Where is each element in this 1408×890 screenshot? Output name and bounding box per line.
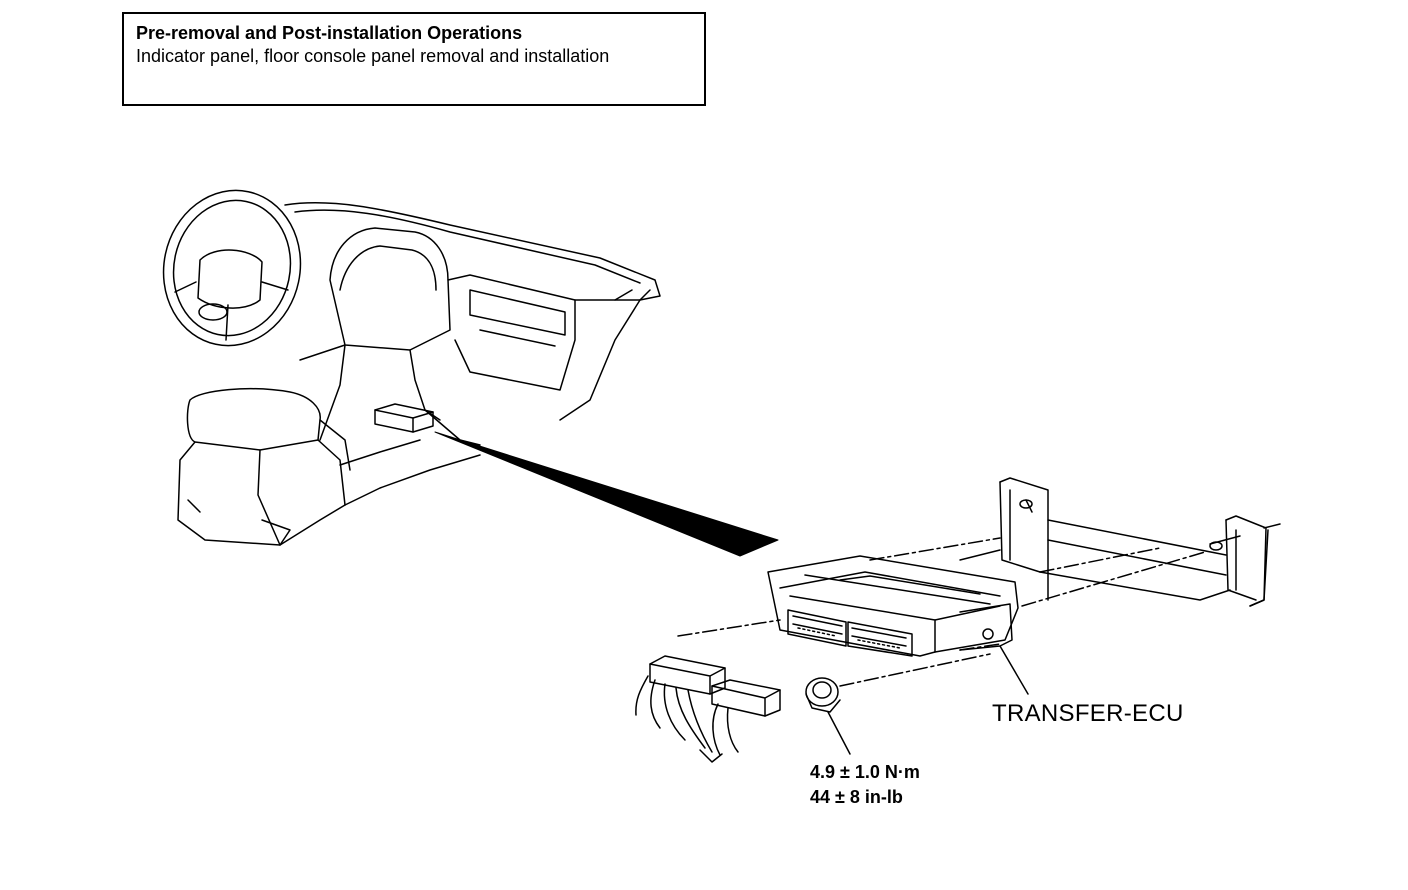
notice-title: Pre-removal and Post-installation Operat… <box>136 23 523 43</box>
detail-callout-wedge <box>434 431 779 557</box>
ecu-leader-line <box>999 645 1029 695</box>
ecu-location-marker <box>374 403 434 433</box>
alignment-lines <box>677 537 1206 687</box>
transfer-ecu-unit <box>767 555 1019 657</box>
steering-wheel <box>162 189 302 347</box>
transfer-ecu-label: TRANSFER-ECU <box>992 700 1184 727</box>
floor-console <box>177 388 481 546</box>
operations-notice-box: Pre-removal and Post-installation Operat… <box>122 12 706 106</box>
torque-inlb-value: 44 ± 8 in-lb <box>810 787 903 807</box>
wiring-harness-connectors <box>635 655 781 763</box>
mounting-nut <box>805 677 841 713</box>
torque-nm-value: 4.9 ± 1.0 N·m <box>810 762 920 782</box>
mounting-bracket <box>959 477 1281 607</box>
nut-leader-line <box>827 711 851 755</box>
torque-spec: 4.9 ± 1.0 N·m 44 ± 8 in-lb <box>810 760 920 810</box>
notice-body: Indicator panel, floor console panel rem… <box>136 46 610 66</box>
